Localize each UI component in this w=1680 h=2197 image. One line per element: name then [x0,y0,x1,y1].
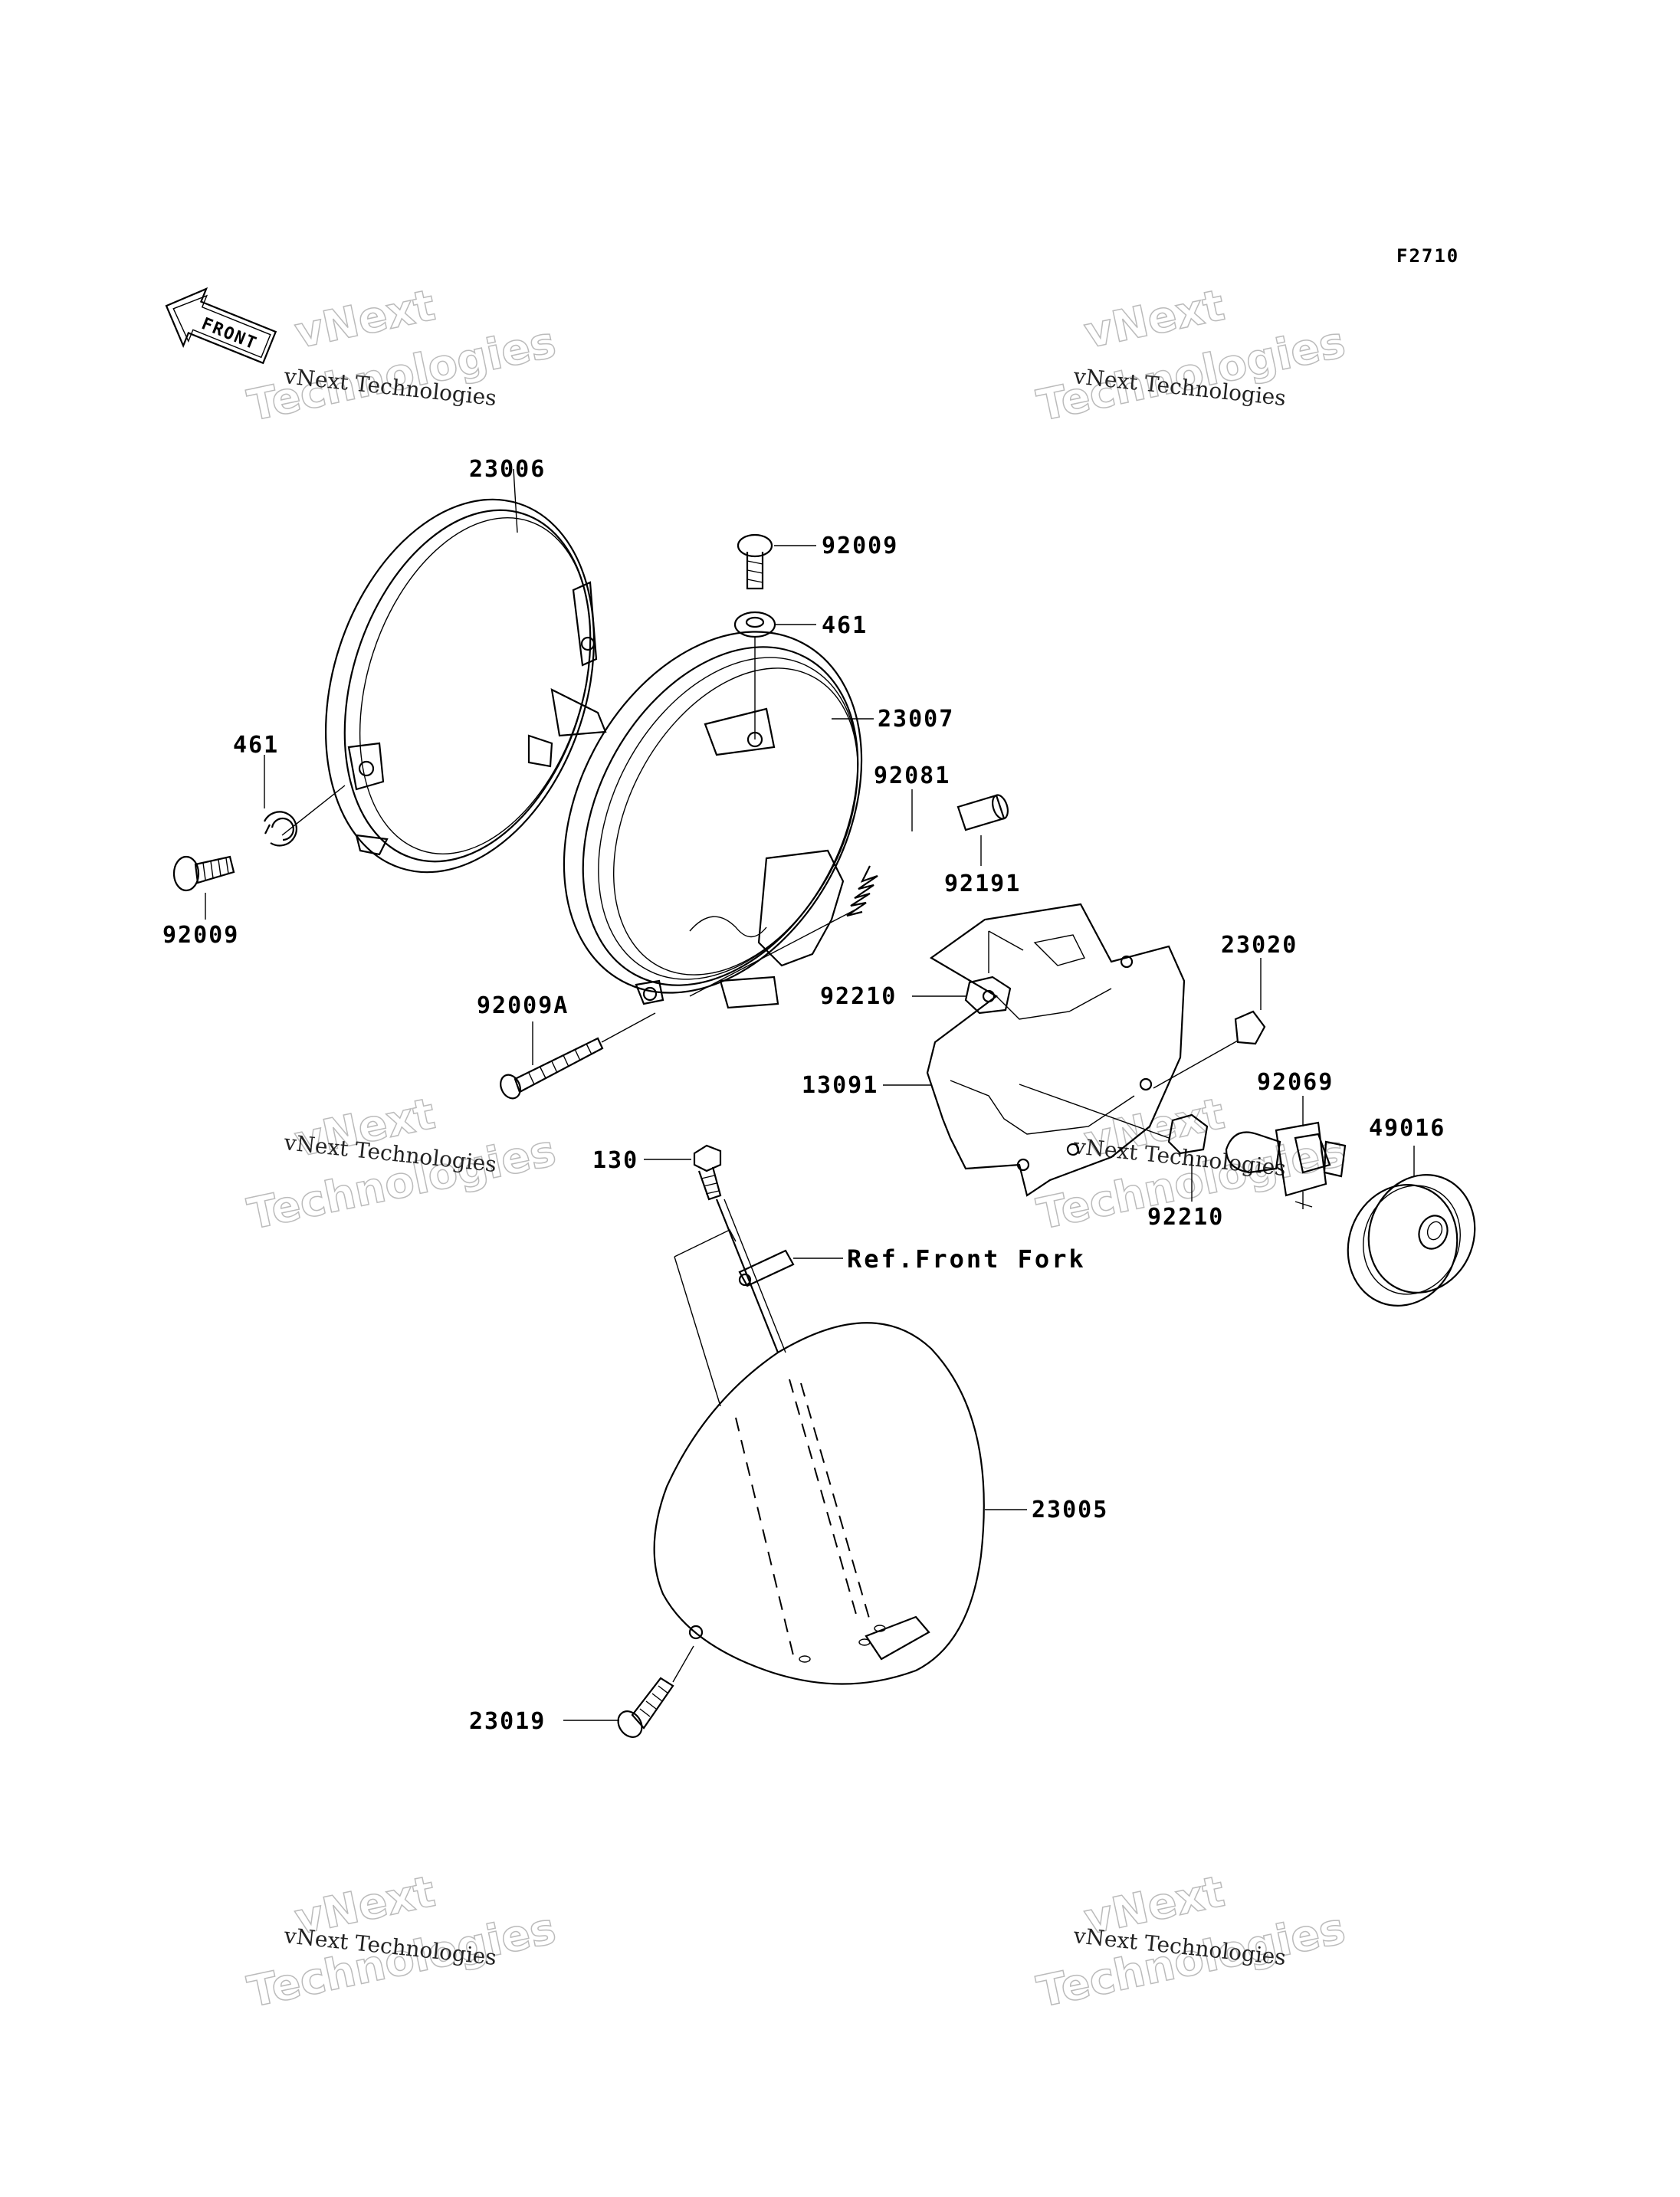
leader-23006 [513,468,518,533]
bolt-130 [693,1144,722,1201]
nut-92210-top [964,976,1012,1015]
part-label-49016: 49016 [1369,1115,1445,1142]
headlight-housing [563,631,863,1009]
fork-bracket [738,1249,795,1287]
nut-92210-bottom [1167,1113,1209,1155]
mounting-bracket [926,903,1186,1197]
part-label-461-left: 461 [233,732,279,759]
screw-92009-left [172,855,235,892]
watermark-5: vNext Technologies [243,1866,560,2018]
leader-92210-bottom-to-bracket [1019,1084,1170,1139]
diagram-code: F2710 [1396,245,1459,267]
part-label-92069: 92069 [1257,1069,1334,1096]
leader-92081-to-housing [689,907,859,997]
part-label-23019: 23019 [469,1708,546,1735]
bolt-23019 [617,1677,674,1738]
hidden-line-2 [789,1379,858,1618]
part-label-92081: 92081 [874,762,950,789]
watermark-1: vNext Technologies [243,280,560,431]
screw-92009A [500,1037,604,1100]
part-label-92009-left: 92009 [162,922,239,949]
leader-23019-to-shell [672,1645,694,1683]
leader-92210-top-3 [988,930,1024,951]
watermark-6: vNext Technologies [1032,1866,1350,2018]
screw-92009-top [737,533,773,590]
hidden-line-3 [800,1382,871,1622]
reference-label: Ref.Front Fork [847,1244,1086,1274]
leader-92009A-to-housing [601,1012,656,1043]
part-label-461-top: 461 [822,612,868,639]
part-label-92009A: 92009A [477,992,569,1019]
part-label-23007: 23007 [878,706,954,733]
leader-461-left-2 [281,785,346,836]
washer-461-left [264,811,297,847]
collar-92191 [956,794,1009,831]
part-label-23020: 23020 [1221,932,1298,959]
part-label-92191: 92191 [944,871,1021,897]
part-label-13091: 13091 [802,1072,878,1099]
part-label-92210-top: 92210 [820,983,897,1010]
leader-23020-to-bracket [1153,1040,1239,1089]
watermark-2: vNext Technologies [1032,280,1350,431]
hidden-line-1 [735,1417,794,1656]
bolt-130-axis-line [715,1199,779,1353]
headlight-rim-ring [324,498,607,874]
front-arrow-label: FRONT [199,314,260,354]
cap-23020 [1234,1010,1266,1045]
part-label-23005: 23005 [1032,1497,1108,1523]
spring-92081 [846,865,878,917]
part-label-23006: 23006 [469,456,546,483]
dust-cover-49016 [1347,1174,1476,1307]
part-label-92009-top: 92009 [822,533,898,559]
headlight-shell [653,1322,985,1685]
part-label-92210-bottom: 92210 [1147,1204,1224,1231]
part-label-130: 130 [592,1147,638,1174]
front-arrow-icon: FRONT [165,287,277,365]
bulb-92069 [1225,1121,1347,1209]
